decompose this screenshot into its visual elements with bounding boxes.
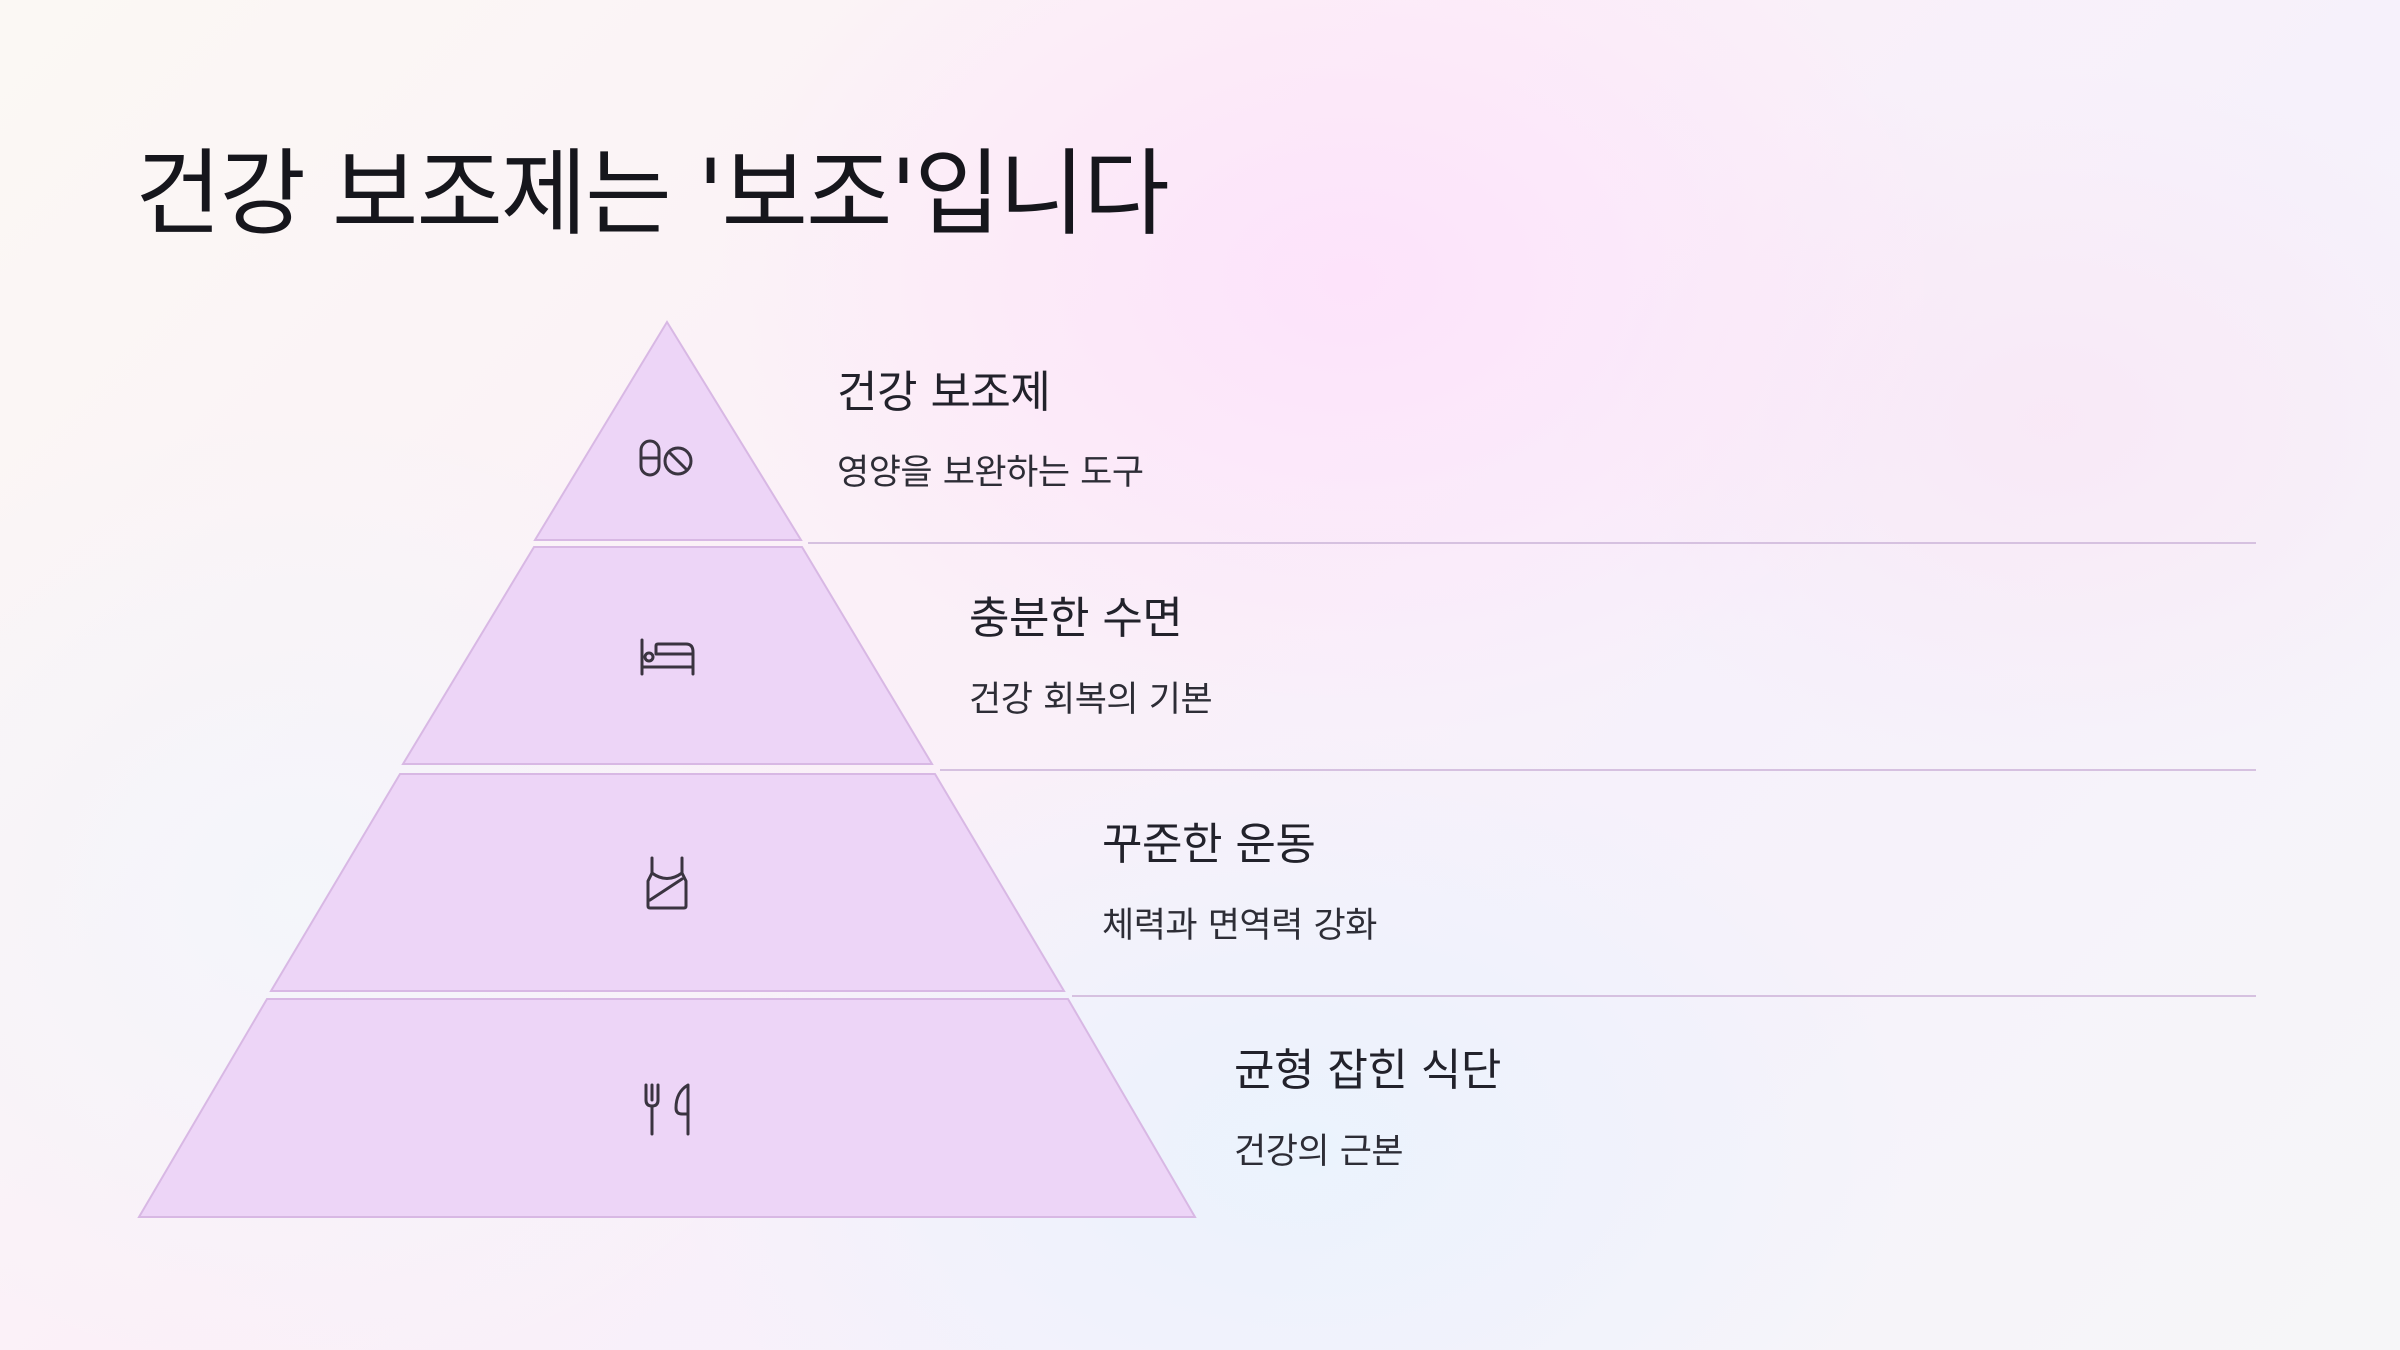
tank-top-icon: [646, 856, 688, 910]
slide-title: 건강 보조제는 '보조'입니다: [135, 140, 1170, 249]
pyramid-tier-3: [269, 773, 1066, 992]
pyramid-tier-1: [533, 320, 803, 541]
bed-icon: [640, 638, 695, 676]
tier-2-heading: 충분한 수면: [969, 593, 1183, 644]
tier-2-description: 건강 회복의 기본: [969, 680, 1213, 720]
pyramid-tier-4: [137, 998, 1197, 1218]
tier-4-heading: 균형 잡힌 식단: [1234, 1045, 1501, 1096]
tier-1-heading: 건강 보조제: [837, 367, 1051, 418]
tier-4-description: 건강의 근본: [1234, 1132, 1404, 1172]
tier-1-description: 영양을 보완하는 도구: [837, 453, 1144, 493]
tier-3-description: 체력과 면역력 강화: [1102, 906, 1377, 946]
tier-3-heading: 꾸준한 운동: [1102, 819, 1316, 870]
utensils-icon: [644, 1083, 690, 1136]
pill-icon: [639, 439, 693, 477]
